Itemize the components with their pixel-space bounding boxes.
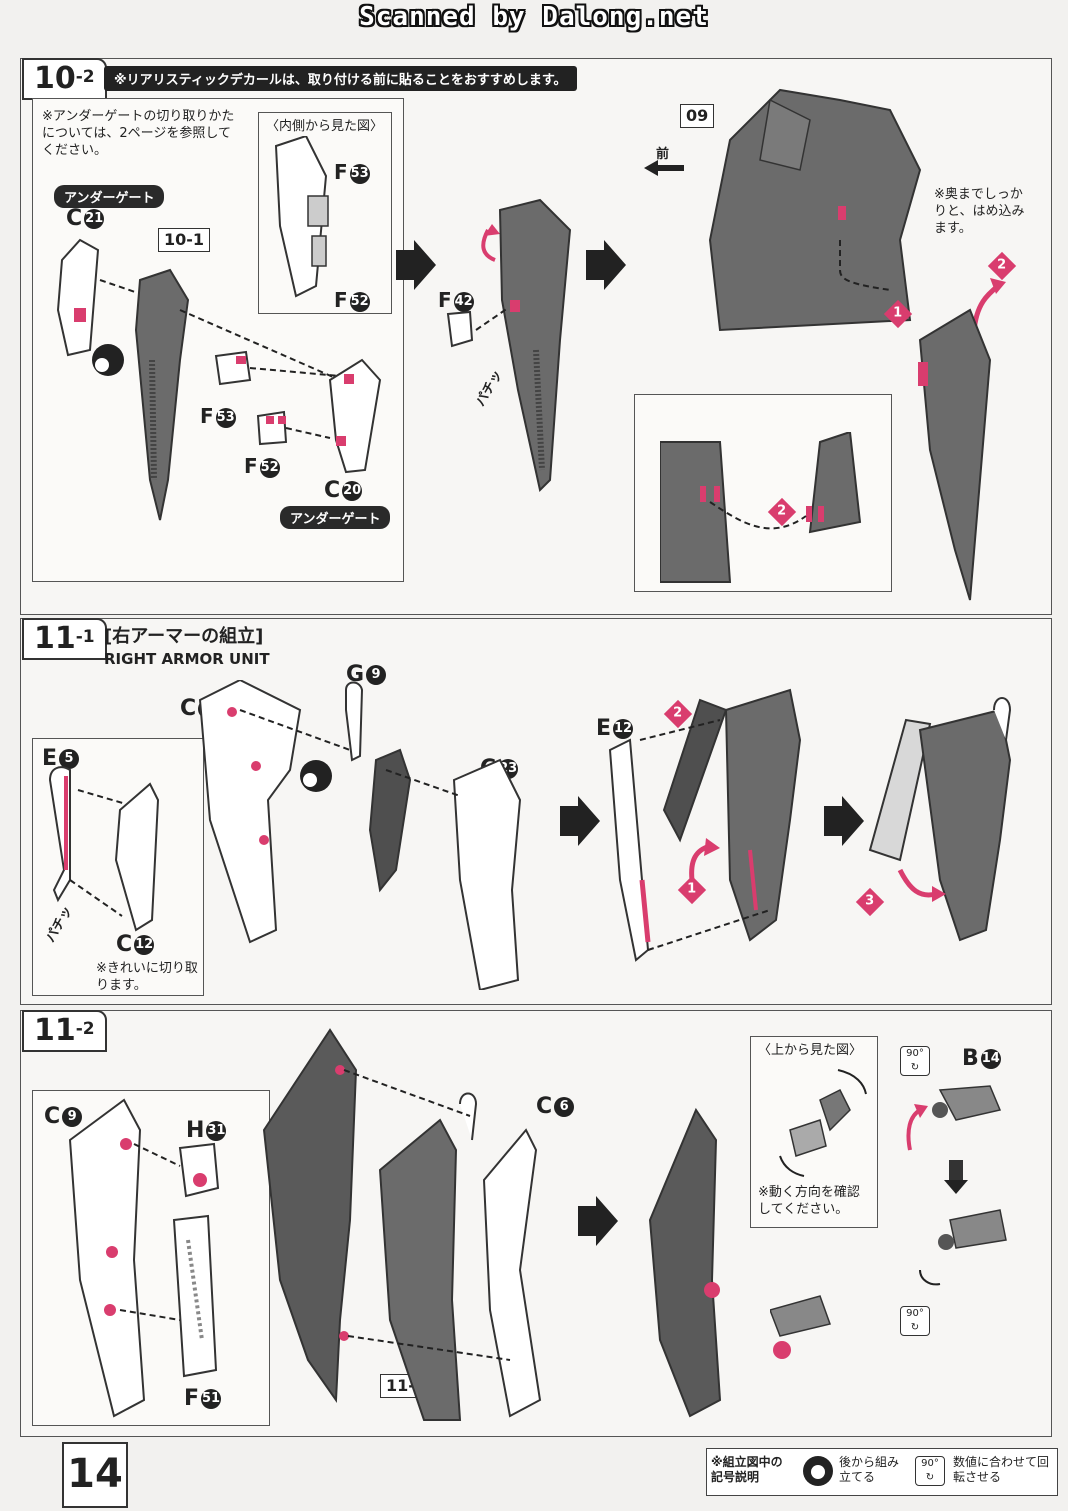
scan-credit: Scanned by Dalong.net — [359, 2, 709, 32]
legend-rotate-icon: 90°↻ — [915, 1456, 945, 1486]
ref-09: 09 — [680, 104, 715, 128]
next-step-arrow-4 — [824, 796, 864, 846]
part-g9-shape — [345, 681, 364, 762]
rotate-icon-top: 90°↻ — [900, 1046, 930, 1076]
step-main: 11 — [34, 1013, 76, 1048]
ref-10-1: 10-1 — [158, 228, 211, 252]
page-number: 14 — [62, 1442, 128, 1508]
next-step-arrow — [396, 240, 436, 290]
step-sub: -1 — [75, 627, 95, 647]
step-main: 10 — [34, 61, 76, 96]
part-f42-shape — [446, 310, 474, 348]
step-main: 11 — [34, 621, 76, 656]
part-c24-shape — [198, 680, 302, 944]
step-sub: -2 — [75, 67, 95, 87]
step-11-1-title-en: RIGHT ARMOR UNIT — [104, 650, 270, 668]
front-label: 前 — [656, 147, 670, 162]
next-step-arrow-3 — [560, 796, 600, 846]
inner-view-drawing — [274, 136, 329, 298]
grey-inner-armor — [378, 1118, 462, 1421]
step-11-1-middle-drawing — [608, 688, 802, 962]
side-armor-drawing — [918, 308, 992, 601]
step-11-1-parts-drawing — [48, 680, 522, 990]
legend-back-label: 後から組み立てる — [839, 1455, 900, 1484]
under-gate-note: ※アンダーゲートの切り取りかたについては、2ページを参照してください。 — [42, 109, 235, 158]
dark-armor-piece — [368, 748, 412, 893]
main-armor-piece — [134, 268, 190, 521]
symbol-legend: ※組立図中の記号説明 後から組み立てる 90°↻ 数値に合わせて回転させる — [706, 1448, 1058, 1496]
legend-back-icon-hole — [811, 1465, 825, 1479]
step-11-2-parts-drawing — [68, 1028, 542, 1421]
part-c6-shape — [482, 1128, 542, 1418]
part-h31-shape — [178, 1142, 220, 1198]
step-11-1-number: 11-1 — [22, 618, 107, 660]
middle-armor-piece — [498, 198, 572, 492]
insert-note: ※奥までしっかりと、はめ込みます。 — [934, 187, 1025, 236]
rotate-icon-bottom: 90°↻ — [900, 1306, 930, 1336]
step-11-2-result-drawing — [648, 1107, 722, 1418]
step-10-2-number: 10-2 — [22, 58, 107, 100]
cut-note: ※きれいに切り取ります。 — [96, 961, 198, 993]
body-assembly-drawing — [708, 88, 922, 332]
legend-title: ※組立図中の記号説明 — [711, 1455, 783, 1484]
next-step-arrow-2 — [586, 240, 626, 290]
front-direction-arrow — [644, 160, 684, 176]
top-view-caption: 〈上から見た図〉 — [758, 1043, 863, 1058]
part-c23-shape — [452, 758, 522, 990]
part-c20-shape — [328, 358, 382, 474]
next-step-arrow-5 — [578, 1196, 618, 1246]
step-11-1-result-drawing — [868, 697, 1012, 942]
joint-assembly-drawing — [770, 1085, 1007, 1359]
detail-view-drawing — [660, 432, 862, 583]
step-10-2-middle-drawing — [446, 198, 572, 492]
decal-note: ※リアリスティックデカールは、取り付ける前に貼ることをおすすめします。 — [104, 66, 577, 91]
direction-note: ※動く方向を確認してください。 — [758, 1185, 860, 1217]
top-view-drawing — [779, 1069, 867, 1177]
step-11-1-title-jp: [右アーマーの組立] — [104, 626, 264, 647]
under-gate-label-top: アンダーゲート — [54, 185, 165, 208]
step-10-2-parts-drawing — [56, 238, 382, 521]
inner-view-caption: 〈内側から見た図〉 — [266, 119, 384, 134]
part-c12-shape — [114, 782, 160, 932]
part-c9-shape — [68, 1098, 146, 1418]
assemble-later-icon — [92, 344, 124, 376]
part-c21-shape — [56, 238, 100, 357]
step-sub: -2 — [75, 1019, 95, 1039]
under-gate-label-bottom: アンダーゲート — [280, 506, 391, 529]
part-e12-shape — [608, 738, 650, 962]
dark-outer-armor — [262, 1028, 358, 1403]
legend-rotate-label: 数値に合わせて回転させる — [953, 1455, 1050, 1484]
step-11-2-number: 11-2 — [22, 1010, 107, 1052]
